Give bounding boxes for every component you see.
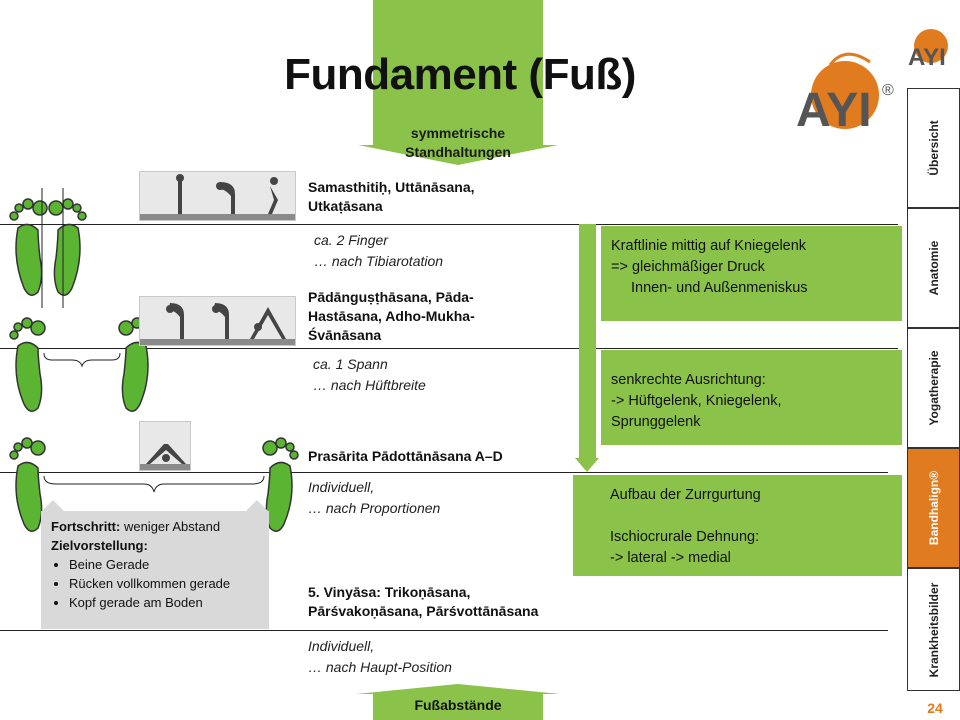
row2-poses: Pādānguṣṭhāsana, Pāda-Hastāsana, Adho-Mu… <box>308 289 475 343</box>
bottom-arrow: Fußabstände <box>373 694 543 720</box>
divider-3 <box>0 472 888 473</box>
page-title: Fundament (Fuß) <box>284 50 636 99</box>
info-box-vertical-alignment: senkrechte Ausrichtung: -> Hüftgelenk, K… <box>601 350 902 445</box>
photo-standing-poses <box>139 171 296 221</box>
vertical-arrow <box>579 224 596 460</box>
nav-tab-uebersicht[interactable]: Übersicht <box>907 88 960 208</box>
nav-tab-bandhalign[interactable]: Bandhalign® <box>907 448 960 568</box>
top-arrow-head <box>358 145 558 165</box>
grey-pointer-right <box>245 500 269 512</box>
row1-poses: Samasthitiḥ, Uttānāsana, Utkaṭāsana <box>308 179 475 214</box>
ayi-logo-small: AYI <box>906 20 956 71</box>
svg-text:AYI: AYI <box>908 44 946 70</box>
row4-distance-1: Individuell, <box>308 638 375 654</box>
nav-tab-label: Krankheitsbilder <box>926 582 941 677</box>
top-arrow <box>373 0 543 145</box>
row2-distance-1: ca. 1 Spann <box>313 356 388 372</box>
goal-item: Beine Gerade <box>69 555 259 574</box>
nav-tab-krankheitsbilder[interactable]: Krankheitsbilder <box>907 568 960 691</box>
divider-1 <box>0 224 898 225</box>
info-box-1-line2: => gleichmäßiger Druck <box>611 259 765 275</box>
row1-distance-2: … nach Tibiarotation <box>314 253 444 269</box>
info-box-hamstrings: Aufbau der Zurrgurtung Ischiocrurale Deh… <box>573 475 902 576</box>
grey-pointer-left <box>41 500 65 512</box>
page-number: 24 <box>927 700 943 716</box>
nav-tab-anatomie[interactable]: Anatomie <box>907 208 960 328</box>
progress-label: Fortschritt: <box>51 519 121 534</box>
footprints-narrow <box>8 188 88 308</box>
top-arrow-label: symmetrische Standhaltungen <box>405 125 511 160</box>
info-box-2-line1: senkrechte Ausrichtung: <box>611 372 766 388</box>
divider-4 <box>0 630 888 631</box>
row1-distance-1: ca. 2 Finger <box>314 232 388 248</box>
side-nav: Übersicht Anatomie Yogatherapie Bandhali… <box>907 88 960 691</box>
goal-item: Kopf gerade am Boden <box>69 593 259 612</box>
nav-tab-label: Übersicht <box>926 120 941 176</box>
row3-poses: Prasārita Pādottānāsana A–D <box>308 448 503 464</box>
photo-forward-bends <box>139 296 296 346</box>
row4-distance-2: … nach Haupt-Position <box>308 659 452 675</box>
info-box-3-line3: -> lateral -> medial <box>610 550 731 566</box>
nav-tab-label: Bandhalign® <box>926 470 941 546</box>
svg-text:AYI: AYI <box>796 84 872 137</box>
bottom-arrow-head <box>356 684 560 694</box>
info-box-1-line1: Kraftlinie mittig auf Kniegelenk <box>611 238 807 254</box>
nav-tab-yogatherapie[interactable]: Yogatherapie <box>907 328 960 448</box>
progress-box: Fortschritt: weniger Abstand Zielvorstel… <box>41 511 269 629</box>
ayi-logo-large: AYI ® <box>790 40 900 140</box>
info-box-2-line2: -> Hüftgelenk, Kniegelenk, <box>611 393 782 409</box>
row3-distance-2: … nach Proportionen <box>308 500 441 516</box>
nav-tab-label: Yogatherapie <box>926 350 941 426</box>
info-box-knee-force: Kraftlinie mittig auf Kniegelenk => glei… <box>601 226 902 321</box>
photo-wide-leg-forward-bend <box>139 421 191 471</box>
info-box-1-line3: Innen- und Außenmeniskus <box>631 280 808 296</box>
divider-2 <box>0 348 898 349</box>
info-box-3-line1: Aufbau der Zurrgurtung <box>610 487 761 503</box>
footprints-medium <box>8 308 156 418</box>
info-box-2-line3: Sprunggelenk <box>611 414 701 430</box>
goal-item: Rücken vollkommen gerade <box>69 574 259 593</box>
svg-text:®: ® <box>882 82 894 99</box>
info-box-3-line2: Ischiocrurale Dehnung: <box>610 529 760 545</box>
nav-tab-label: Anatomie <box>926 240 941 296</box>
row4-poses: 5. Vinyāsa: Trikoṇāsana, Pārśvakoṇāsana,… <box>308 584 539 619</box>
row3-distance-1: Individuell, <box>308 479 375 495</box>
row2-distance-2: … nach Hüftbreite <box>313 377 426 393</box>
goal-label: Zielvorstellung: <box>51 538 148 553</box>
vertical-arrow-head <box>575 458 599 472</box>
progress-text: weniger Abstand <box>120 519 221 534</box>
